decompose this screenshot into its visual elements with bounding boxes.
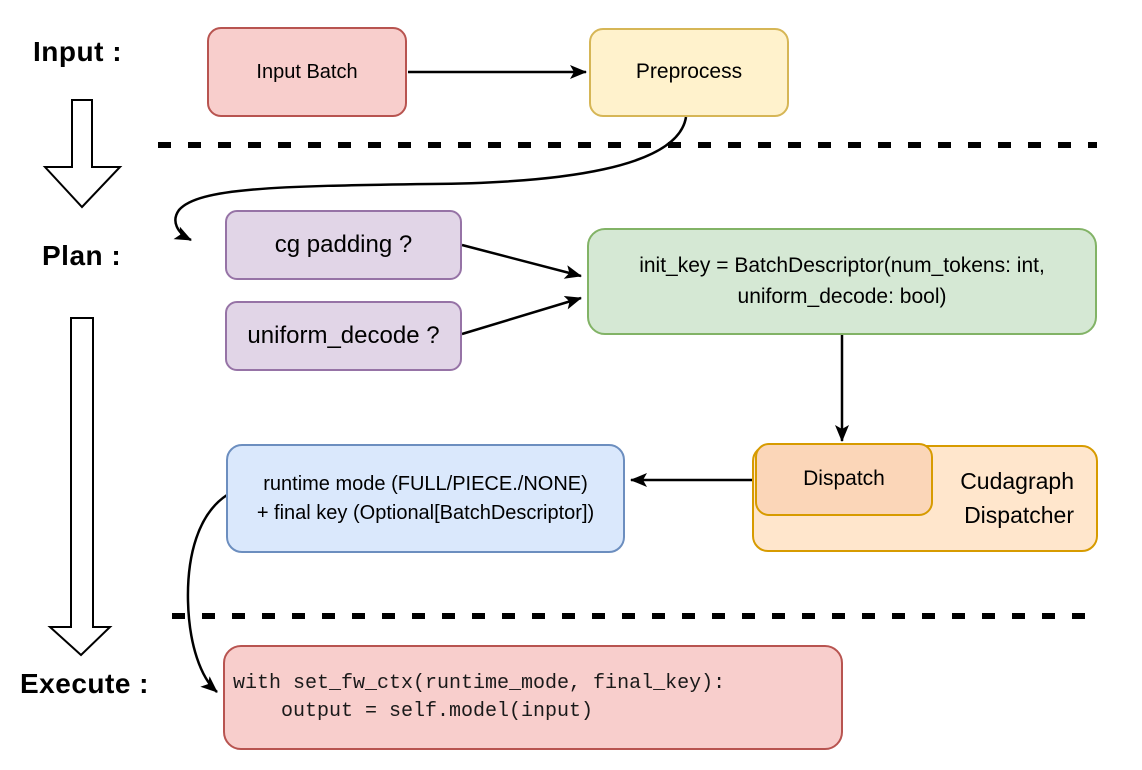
arrow-uniform-decode-to-init-key — [461, 295, 582, 336]
node-runtime-mode-line1: runtime mode (FULL/PIECE./NONE) — [263, 472, 588, 495]
node-input-batch-label: Input Batch — [256, 60, 358, 83]
node-execute-code: with set_fw_ctx(runtime_mode, final_key)… — [223, 645, 843, 750]
stage-arrow-plan-to-execute — [47, 317, 113, 657]
node-runtime-mode-line2: + final key (Optional[BatchDescriptor]) — [256, 501, 595, 524]
arrow-cg-padding-to-init-key — [461, 243, 582, 279]
node-uniform-decode: uniform_decode ? — [225, 301, 462, 371]
node-preprocess-label: Preprocess — [635, 60, 743, 84]
node-runtime-mode: runtime mode (FULL/PIECE./NONE) + final … — [226, 444, 625, 553]
node-init-key: init_key = BatchDescriptor(num_tokens: i… — [587, 228, 1097, 335]
arrow-runtime-mode-to-execute-code — [186, 493, 228, 693]
node-preprocess: Preprocess — [589, 28, 789, 117]
node-uniform-decode-label: uniform_decode ? — [247, 321, 440, 349]
node-dispatch: Dispatch — [755, 443, 933, 516]
stage-label-input: Input : — [33, 36, 123, 67]
node-dispatch-label: Dispatch — [803, 467, 885, 491]
node-cg-padding: cg padding ? — [225, 210, 462, 280]
node-cudagraph-dispatcher-line1: Cudagraph — [960, 468, 1074, 495]
node-init-key-line1: init_key = BatchDescriptor(num_tokens: i… — [639, 254, 1045, 278]
stage-arrow-input-to-plan — [42, 99, 123, 209]
node-execute-code-line1: with set_fw_ctx(runtime_mode, final_key)… — [233, 671, 726, 695]
node-cg-padding-label: cg padding ? — [274, 230, 413, 258]
node-execute-code-line2: output = self.model(input) — [233, 699, 594, 723]
stage-label-plan: Plan : — [42, 240, 122, 271]
node-cudagraph-dispatcher-line2: Dispatcher — [964, 501, 1074, 528]
node-input-batch: Input Batch — [207, 27, 407, 117]
node-init-key-line2: uniform_decode: bool) — [737, 284, 947, 308]
stage-label-execute: Execute : — [20, 668, 149, 699]
